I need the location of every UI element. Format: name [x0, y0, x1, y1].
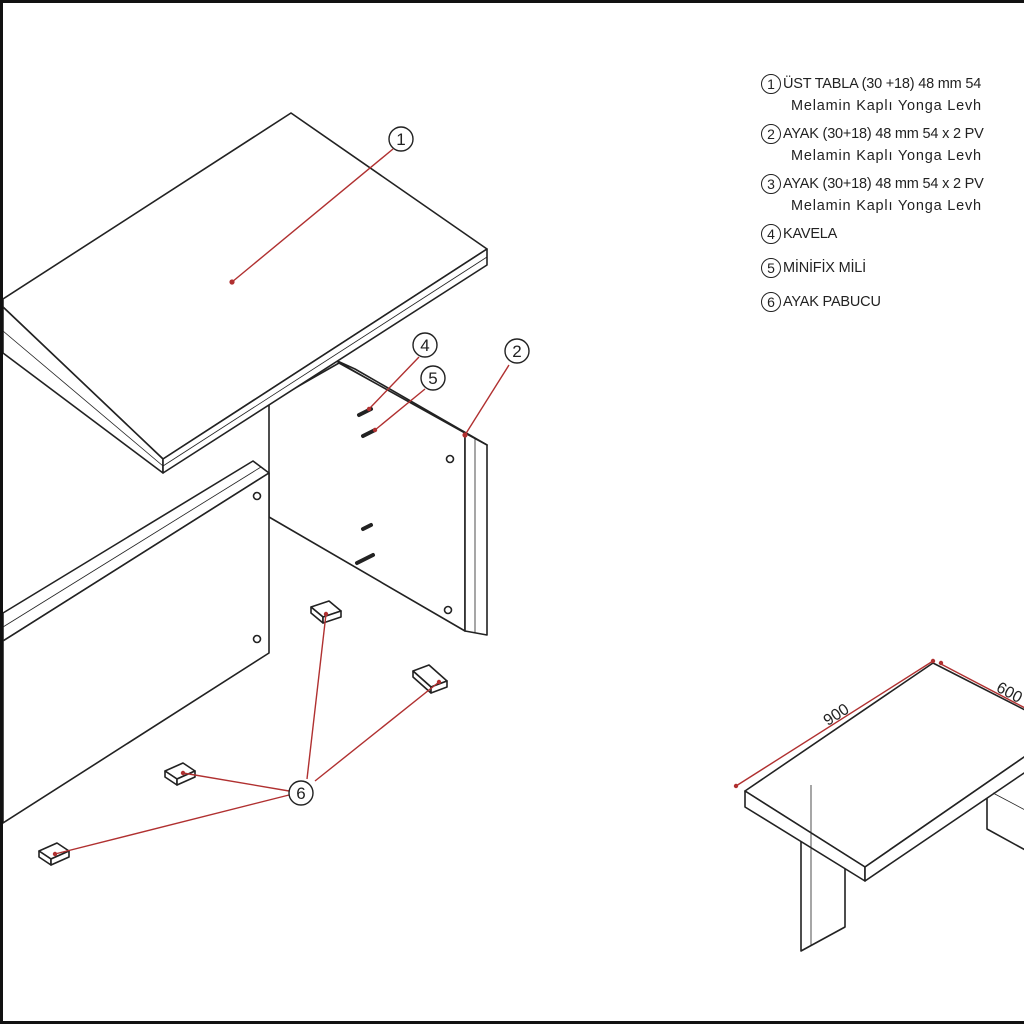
legend-title: AYAK (30+18) 48 mm 54 x 2 PV	[783, 126, 984, 142]
svg-text:1: 1	[396, 130, 405, 149]
legend-item: 3 AYAK (30+18) 48 mm 54 x 2 PV Melamin K…	[761, 173, 1024, 217]
legend-title: AYAK PABUCU	[783, 294, 881, 310]
callout-2: 2	[504, 338, 530, 364]
svg-text:2: 2	[512, 342, 521, 361]
parts-legend: 1 ÜST TABLA (30 +18) 48 mm 54 Melamin Ka…	[761, 73, 1024, 319]
legend-item: 2 AYAK (30+18) 48 mm 54 x 2 PV Melamin K…	[761, 123, 1024, 167]
callout-1: 1	[388, 126, 414, 152]
top-board	[3, 112, 488, 474]
assembled-table-preview	[744, 662, 1024, 952]
leg-hole	[445, 454, 455, 464]
legend-title: MİNİFİX MİLİ	[783, 260, 866, 276]
fasteners	[355, 407, 377, 565]
dowel-pin	[361, 523, 373, 531]
legend-number: 6	[761, 292, 781, 312]
svg-text:6: 6	[296, 784, 305, 803]
svg-text:4: 4	[420, 336, 429, 355]
legend-number: 3	[761, 174, 781, 194]
legend-number: 5	[761, 258, 781, 278]
leader-lines	[54, 148, 1024, 855]
svg-text:5: 5	[428, 369, 437, 388]
legend-number: 2	[761, 124, 781, 144]
callout-6: 6	[288, 780, 314, 806]
leg-hole	[252, 491, 262, 501]
legend-material: Melamin Kaplı Yonga Levh	[791, 148, 982, 164]
legend-number: 4	[761, 224, 781, 244]
legend-item: 5 MİNİFİX MİLİ	[761, 257, 1024, 279]
minifix-pin	[361, 428, 377, 438]
legend-material: Melamin Kaplı Yonga Levh	[791, 98, 982, 114]
legend-number: 1	[761, 74, 781, 94]
legend-title: ÜST TABLA (30 +18) 48 mm 54	[783, 76, 982, 92]
leg-hole	[252, 634, 262, 644]
callout-4: 4	[412, 332, 438, 358]
callout-5: 5	[420, 365, 446, 391]
foot-pad	[310, 600, 342, 624]
legend-title: KAVELA	[783, 226, 838, 242]
legend-item: 4 KAVELA	[761, 223, 1024, 245]
foot-pad	[38, 842, 70, 866]
legend-material: Melamin Kaplı Yonga Levh	[791, 198, 982, 214]
leg-hole	[443, 605, 453, 615]
legend-item: 1 ÜST TABLA (30 +18) 48 mm 54 Melamin Ka…	[761, 73, 1024, 117]
legend-item: 6 AYAK PABUCU	[761, 291, 1024, 313]
legend-title: AYAK (30+18) 48 mm 54 x 2 PV	[783, 176, 984, 192]
assembly-drawing: 1 2 4 5 6 900 600	[3, 112, 1024, 952]
leader-dots	[52, 279, 944, 857]
right-leg-panel	[268, 358, 488, 636]
minifix-pin	[355, 553, 375, 565]
left-leg-panel	[3, 460, 270, 824]
